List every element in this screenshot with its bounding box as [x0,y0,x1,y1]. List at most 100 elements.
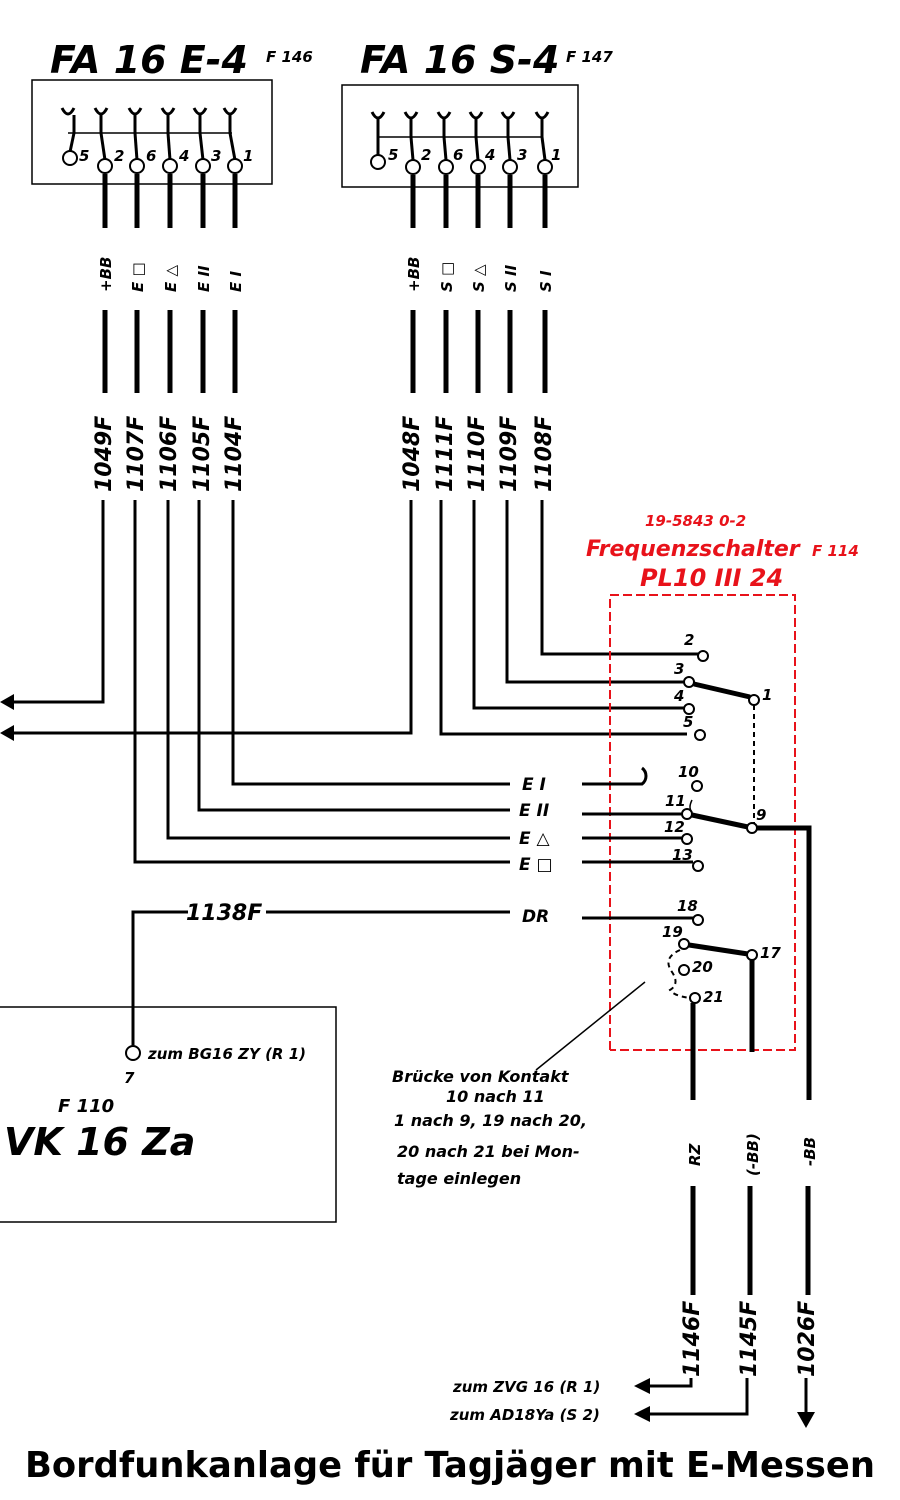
vk-ref: F 110 [58,1096,114,1117]
switch-output-lines [690,825,812,1100]
contact-13 [692,860,704,872]
right-signal-labels: +BB S □ S △ S II S I [405,257,555,292]
dr-line: 1138F DR 7 zum BG16 ZY (R 1) [124,901,549,1087]
contact-5 [694,729,706,741]
output-routes [648,1378,808,1416]
contact-21 [689,992,701,1004]
bridge-note-line: Brücke von Kontakt [392,1067,570,1086]
pin-label: 3 [211,147,221,165]
left-wire-numbers: 1049F 1107F 1106F 1105F 1104F [92,416,247,492]
connector-left-pins [60,107,238,161]
contact-12 [681,833,693,845]
right-wire-routes [8,500,700,736]
right-wire-bundle [410,175,548,393]
signal-label: E □ [129,262,147,292]
switch-type: PL10 III 24 [640,564,783,592]
pin-label: 5 [79,147,89,165]
contact-label: 20 [692,958,713,976]
contact-label: 21 [703,988,724,1006]
wire-number: 1049F [92,416,117,492]
switch-contacts [678,650,760,1004]
pin-label: 4 [484,146,495,164]
arrow-left-icon [0,694,14,710]
contact-label: 19 [662,923,683,941]
pin-label: 2 [114,147,124,165]
contact-9 [746,822,758,834]
e-label: E △ [519,829,551,849]
output-signal-labels: RZ (-BB) -BB [686,1133,819,1176]
contact-label: 5 [683,713,693,731]
output-wire-number: 1145F [737,1301,762,1377]
pin-label: 1 [551,146,561,164]
arrow-left-icon [0,725,14,741]
pin-label: 6 [146,147,156,165]
contact-17 [746,949,758,961]
switch-ref: F 114 [812,542,859,560]
terminal-7-label: 7 [124,1069,135,1087]
signal-label: S △ [470,264,488,292]
terminal-7 [125,1045,141,1061]
left-signal-labels: +BB E □ E △ E II E I [97,257,245,292]
contact-1 [748,694,760,706]
right-wire-numbers: 1048F 1111F 1110F 1109F 1108F [400,416,557,492]
signal-label: E I [227,271,245,292]
contact-label: 11 [665,792,686,810]
output-wire-number: 1146F [680,1301,705,1377]
e-label: E II [519,801,549,821]
arrow-left-icon [634,1406,650,1422]
contact-2 [697,650,709,662]
contact-label: 17 [760,944,781,962]
signal-label: +BB [97,257,115,292]
wire-number: 1106F [157,416,182,492]
wire-number: 1110F [465,416,490,492]
output-signal: RZ [686,1142,704,1166]
bridge-note-line: tage einlegen [397,1169,521,1188]
contact-label: 9 [756,806,766,824]
left-wire-routes [8,500,510,864]
pin-label: 5 [388,146,398,164]
dr-label: DR [522,907,549,927]
arrow-down-icon [797,1412,815,1428]
signal-label: S □ [438,262,456,292]
signal-label: +BB [405,257,423,292]
contact-11 [681,808,693,820]
connector-right-title: FA 16 S-4 [360,38,559,82]
signal-label: E △ [162,265,180,292]
frequency-switch-box [609,594,796,1051]
contact-label: 2 [684,631,694,649]
e-label: E I [522,775,546,795]
connector-right-ref: F 147 [566,48,613,66]
bridge-note: Brücke von Kontakt 10 nach 11 1 nach 9, … [392,1067,587,1188]
connector-left-title: FA 16 E-4 [50,38,248,82]
switch-part-number: 19-5843 0-2 [645,512,746,530]
wire-number: 1104F [222,416,247,492]
vk-name: VK 16 Za [4,1120,195,1164]
wire-number: 1108F [532,416,557,492]
wire-number: 1105F [190,416,215,492]
signal-label: E II [195,265,213,292]
contact-label: 1 [762,686,772,704]
e-labels: E I E II E △ E □ [519,775,553,875]
output-signal: (-BB) [744,1133,762,1176]
output-targets: zum ZVG 16 (R 1) zum AD18Ya (S 2) [449,1378,600,1424]
wire-number: 1111F [433,416,458,492]
bridge-note-line: 1 nach 9, 19 nach 20, [394,1111,587,1130]
output-signal: -BB [801,1137,819,1166]
contact-19 [678,938,690,950]
connector-fa16-e4: FA 16 E-4 F 146 5 2 6 4 3 1 [31,38,313,185]
bridge-note-line: 20 nach 21 bei Mon- [397,1142,580,1161]
connector-fa16-s4: FA 16 S-4 F 147 5 2 6 4 3 1 [341,38,613,188]
left-wire-bundle [102,174,238,393]
bridge-note-line: 10 nach 11 [446,1087,545,1106]
switch-wipers [667,681,755,999]
signal-label: S II [502,264,520,292]
wire-number: 1048F [400,416,425,492]
contact-4 [683,703,695,715]
output-wire-bundle [690,1186,811,1295]
contact-18 [692,914,704,926]
arrow-left-icon [634,1378,650,1394]
e-label: E □ [519,855,553,875]
output-wire-numbers: 1146F 1145F 1026F [680,1301,820,1377]
contact-3 [683,676,695,688]
